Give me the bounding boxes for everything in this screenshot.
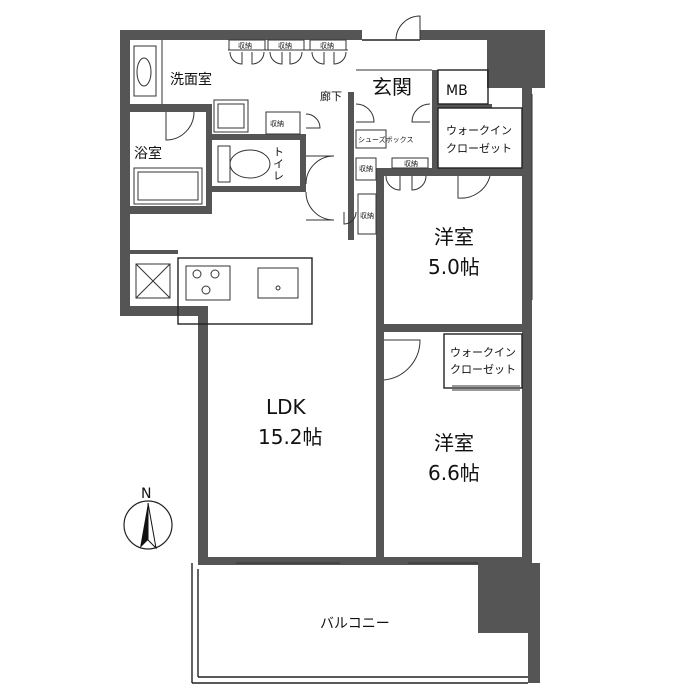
ldk-size: 15.2帖: [258, 425, 323, 449]
storage-label: 収納: [278, 41, 292, 50]
entrance-label: 玄関: [372, 75, 412, 99]
storage-label: 収納: [360, 211, 374, 220]
storage-label: 収納: [238, 41, 252, 50]
wic1-label-line2: クローゼット: [446, 142, 512, 155]
western2-name: 洋室: [434, 431, 474, 455]
wic2-label-line1: ウォークイン: [450, 346, 516, 359]
storage-label: 収納: [270, 119, 284, 128]
doors: [165, 15, 491, 381]
wic2-label-line2: クローゼット: [450, 363, 516, 376]
storage-label: 収納: [320, 41, 334, 50]
western2-size: 6.6帖: [428, 461, 480, 485]
room-labels: 洗面室 浴室 トイレ 廊下 玄関 MB シューズボックス ウォークイン クローゼ…: [134, 71, 516, 632]
western1-size: 5.0帖: [428, 255, 480, 279]
mb-label: MB: [446, 83, 468, 99]
ldk-name: LDK: [266, 395, 307, 419]
storage-label: 収納: [404, 159, 418, 168]
interior-lines: [133, 39, 533, 684]
washroom-label: 洗面室: [170, 71, 212, 88]
hallway-label: 廊下: [320, 89, 342, 103]
walls: [120, 30, 545, 683]
compass-circle: [123, 500, 173, 550]
storage-label: 収納: [359, 164, 373, 173]
compass: N: [123, 486, 173, 550]
compass-north-label: N: [141, 486, 151, 502]
balcony-label: バルコニー: [320, 616, 390, 632]
bathroom-label: 浴室: [134, 145, 162, 162]
shoe-box-label: シューズボックス: [358, 135, 413, 144]
toilet-label: トイレ: [272, 146, 285, 182]
western1-name: 洋室: [434, 225, 474, 249]
storage-labels: 収納 収納 収納 収納 収納 収納 収納: [238, 41, 418, 220]
north-arrow-icon: [140, 503, 148, 548]
wic1-label-line1: ウォークイン: [446, 124, 512, 137]
